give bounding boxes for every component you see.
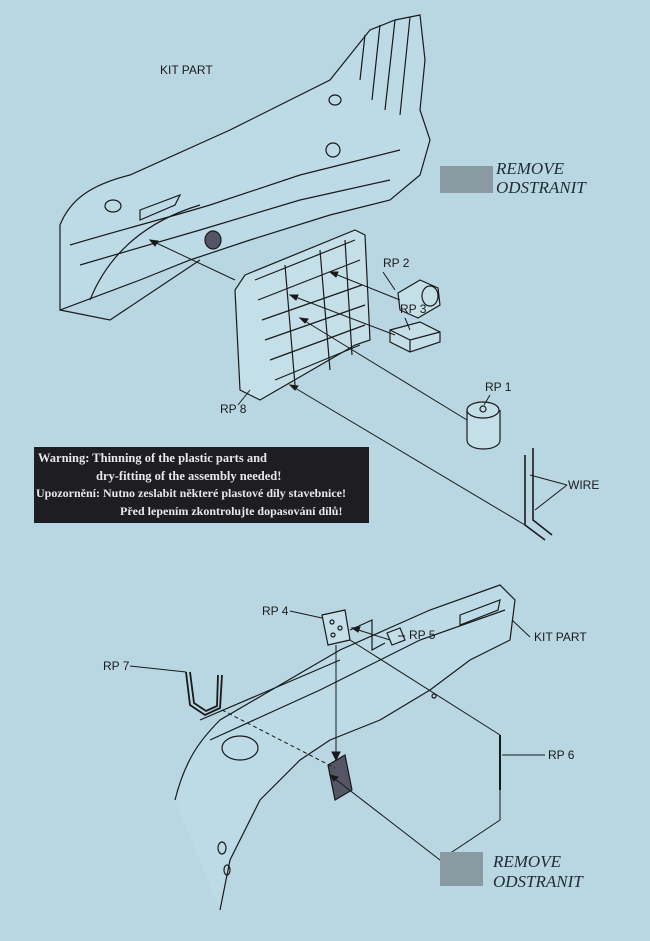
rp4-part	[321, 609, 351, 646]
legend-remove-en: REMOVE	[493, 852, 561, 871]
lower-arrows	[129, 610, 545, 861]
upper-kit-part-label: KIT PART	[160, 63, 213, 77]
legend-remove-cz: ODSTRANIT	[493, 872, 583, 891]
rp1-part	[466, 401, 501, 450]
rp3-part	[389, 321, 441, 353]
legend-remove-cz: ODSTRANIT	[496, 178, 586, 197]
warning-line-3: Upozornění: Nutno zeslabit některé plast…	[36, 486, 346, 500]
upper-arrows	[148, 239, 568, 526]
rp5-label: RP 5	[409, 628, 436, 642]
rp7-part	[185, 671, 223, 717]
remove-swatch	[440, 852, 483, 886]
rp2-label: RP 2	[383, 256, 410, 270]
rp8-part	[234, 229, 371, 401]
rp3-label: RP 3	[400, 302, 427, 316]
legend-remove-en: REMOVE	[496, 159, 564, 178]
upper-kit-part	[59, 14, 431, 321]
lower-kit-part-label: KIT PART	[534, 630, 587, 644]
rp5-part	[386, 627, 406, 646]
remove-swatch	[440, 166, 493, 193]
lower-kit-part	[174, 584, 516, 911]
rp8-label: RP 8	[220, 402, 247, 416]
rp4-cable	[349, 619, 386, 652]
rp1-label: RP 1	[485, 380, 512, 394]
wire-part	[524, 448, 553, 541]
rp6-label: RP 6	[548, 748, 575, 762]
wire-label: WIRE	[568, 478, 600, 492]
rp7-label: RP 7	[103, 659, 130, 673]
warning-box: Warning: Thinning of the plastic parts a…	[34, 447, 369, 523]
rp4-label: RP 4	[262, 604, 289, 618]
rp2-part	[397, 279, 441, 319]
warning-line-2: dry-fitting of the assembly needed!	[96, 468, 282, 483]
warning-line-4: Před lepením zkontrolujte dopasování díl…	[120, 503, 343, 518]
warning-line-1: Warning: Thinning of the plastic parts a…	[38, 451, 267, 465]
